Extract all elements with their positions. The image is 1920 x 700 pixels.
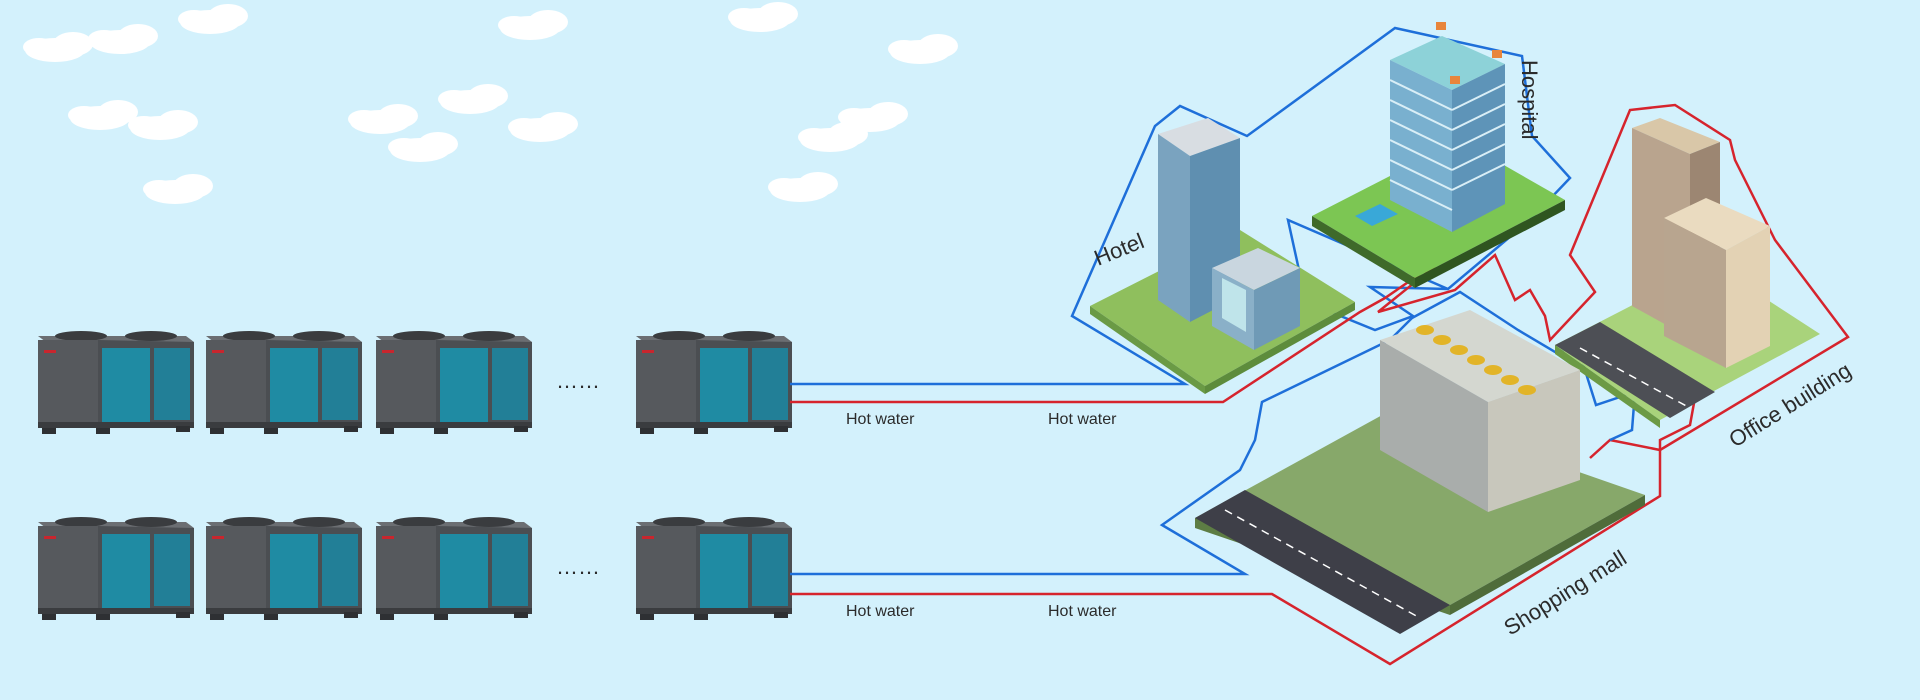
- hot-water-label-top-right: Hot water: [1048, 411, 1117, 428]
- hospital-label: Hospital: [1517, 60, 1542, 139]
- ellipsis-top: ……: [556, 368, 600, 393]
- hot-water-label-bottom-left: Hot water: [846, 603, 915, 620]
- return-line-lower: [790, 290, 1637, 576]
- hot-water-label-bottom-right: Hot water: [1048, 603, 1117, 620]
- hotel-label: Hotel: [1091, 228, 1148, 270]
- cloud-icon: [23, 2, 958, 204]
- office-building-icon: [1555, 118, 1820, 428]
- hotel-icon: [1090, 118, 1355, 394]
- hospital-icon: [1312, 22, 1565, 288]
- ellipsis-bottom: ……: [556, 554, 600, 579]
- heat-pump-icon: [38, 331, 792, 620]
- hot-water-label-top-left: Hot water: [846, 411, 915, 428]
- return-line-upper: [790, 26, 1572, 386]
- shopping-mall-icon: [1195, 310, 1645, 634]
